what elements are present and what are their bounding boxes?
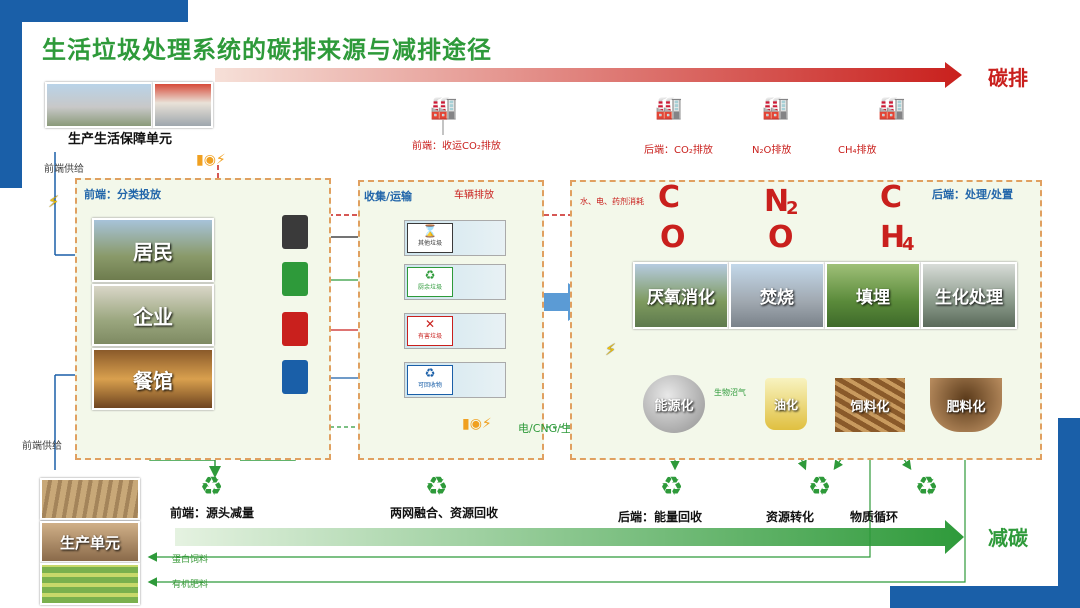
- recycle-icon: ♻: [424, 366, 436, 380]
- truck-hazardous-waste: ✕ 有害垃圾: [404, 313, 506, 349]
- recycle-icon: ♻: [424, 268, 436, 282]
- carbon-emission-label: 碳排: [988, 66, 1028, 90]
- factory-icon: 🏭: [430, 96, 458, 121]
- source-enterprise-label: 企业: [133, 304, 173, 329]
- field-photo: [40, 563, 140, 605]
- product-label: 饲料化: [850, 399, 890, 415]
- recycle-icon: ♻: [200, 472, 224, 502]
- front-box-title: 前端：分类投放: [84, 188, 161, 201]
- chem-symbol-c: C: [658, 180, 681, 215]
- truck-sign-label: 其他垃圾: [417, 240, 442, 247]
- source-residents: 居民: [92, 218, 214, 282]
- truck-recyclable: ♻ 可回收物: [404, 362, 506, 398]
- recycle-icon: ♻: [425, 472, 449, 502]
- vehicle-emission-label: 车辆排放: [454, 190, 494, 201]
- truck-sign-label: 有害垃圾: [417, 333, 442, 340]
- bottom-label-resource-recovery: 两网融合、资源回收: [390, 506, 499, 520]
- truck-sign: ♻ 可回收物: [407, 365, 453, 395]
- chem-symbol-c2: C: [880, 180, 903, 215]
- inputs-label: 水、电、药剂消耗: [580, 197, 644, 206]
- bin-kitchen-waste: [282, 262, 308, 296]
- corner-decoration-top-left: [0, 0, 188, 22]
- recycle-icon: ♻: [660, 472, 684, 502]
- truck-sign: ♻ 厨余垃圾: [407, 267, 453, 297]
- chem-subscript-4: 4: [902, 234, 915, 255]
- corner-decoration-left: [0, 0, 22, 188]
- production-unit-label: 生产单元: [59, 533, 120, 552]
- carbon-emission-arrow: [215, 62, 962, 88]
- bin-recyclable: [282, 360, 308, 394]
- corner-decoration-bottom-right: [890, 586, 1080, 608]
- product-label: 肥料化: [946, 399, 986, 415]
- front-supply-bottom-label: 前端供给: [22, 441, 62, 452]
- return-fertilizer-label: 有机肥料: [172, 580, 209, 590]
- bottom-label-source-reduction: 前端：源头减量: [170, 506, 255, 520]
- energy-icon: ▮◉⚡: [196, 152, 226, 168]
- chem-symbol-o: O: [660, 220, 686, 255]
- source-residents-label: 居民: [133, 239, 173, 264]
- return-fodder-label: 蛋白饲料: [172, 555, 209, 565]
- product-label: 能源化: [654, 398, 694, 414]
- gas-station-photo: [153, 82, 213, 128]
- product-oil: 油化: [765, 378, 807, 430]
- hourglass-icon: ⌛: [422, 224, 438, 238]
- chem-symbol-h: H: [880, 220, 906, 255]
- recycle-icon: ♻: [808, 472, 832, 502]
- truck-sign-label: 可回收物: [417, 382, 442, 389]
- process-label: 生化处理: [935, 288, 1003, 308]
- ch4-label: CH₄排放: [838, 145, 877, 156]
- hazard-icon: ✕: [424, 317, 436, 331]
- truck-kitchen-waste: ♻ 厨余垃圾: [404, 264, 506, 300]
- front-supply-top-label: 前端供给: [44, 164, 84, 175]
- factory-icon: 🏭: [655, 96, 683, 121]
- n2o-label: N₂O排放: [752, 145, 792, 156]
- chem-subscript-2: 2: [786, 198, 799, 219]
- truck-sign: ⌛ 其他垃圾: [407, 223, 453, 253]
- source-restaurant-label: 餐馆: [133, 368, 173, 393]
- collect-box-title: 收集/运输: [364, 190, 413, 203]
- bin-other-waste: [282, 215, 308, 249]
- chem-symbol-o2: O: [768, 220, 794, 255]
- production-unit-photo: 生产单元: [40, 521, 140, 563]
- bottom-label-resource-conversion: 资源转化: [766, 510, 815, 524]
- energy-icon: ▮◉⚡: [462, 416, 492, 432]
- truck-other-waste: ⌛ 其他垃圾: [404, 220, 506, 256]
- carbon-reduction-label: 减碳: [988, 526, 1028, 550]
- process-label: 焚烧: [760, 288, 794, 308]
- front-co2-label: 前端：收运CO₂排放: [412, 141, 501, 152]
- bottom-label-energy-recovery: 后端：能量回收: [618, 510, 703, 524]
- source-restaurant: 餐馆: [92, 348, 214, 410]
- power-plant-photo: [45, 82, 153, 128]
- process-label: 厌氧消化: [647, 288, 715, 308]
- bottom-label-material-cycle: 物质循环: [850, 510, 899, 524]
- bin-hazardous-waste: [282, 312, 308, 346]
- support-unit-label: 生产生活保障单元: [68, 132, 173, 147]
- corner-decoration-right: [1058, 418, 1080, 608]
- truck-sign: ✕ 有害垃圾: [407, 316, 453, 346]
- recycle-icon: ♻: [915, 472, 939, 502]
- product-label: 油化: [773, 397, 798, 412]
- lightning-icon: ⚡: [48, 192, 60, 211]
- farm-photo: [40, 478, 140, 520]
- biogas-label: 生物沼气: [714, 388, 746, 397]
- process-landfill: 填埋: [825, 262, 921, 329]
- process-biochemical: 生化处理: [921, 262, 1017, 329]
- factory-icon: 🏭: [878, 96, 906, 121]
- back-box-title: 后端：处理/处置: [932, 188, 1014, 201]
- back-co2-label: 后端：CO₂排放: [644, 145, 713, 156]
- truck-sign-label: 厨余垃圾: [417, 284, 442, 291]
- chem-symbol-n: N: [764, 184, 790, 219]
- factory-icon: 🏭: [762, 96, 790, 121]
- process-incineration: 焚烧: [729, 262, 825, 329]
- product-fodder: 饲料化: [835, 378, 905, 432]
- lightning-icon: ⚡: [605, 340, 617, 359]
- page-title: 生活垃圾处理系统的碳排来源与减排途径: [42, 36, 492, 64]
- carbon-reduction-arrow: [175, 520, 964, 554]
- process-label: 填埋: [856, 288, 890, 308]
- source-enterprise: 企业: [92, 284, 214, 346]
- product-energy: 能源化: [643, 375, 705, 433]
- product-fertilizer: 肥料化: [930, 378, 1002, 432]
- process-anaerobic-digestion: 厌氧消化: [633, 262, 729, 329]
